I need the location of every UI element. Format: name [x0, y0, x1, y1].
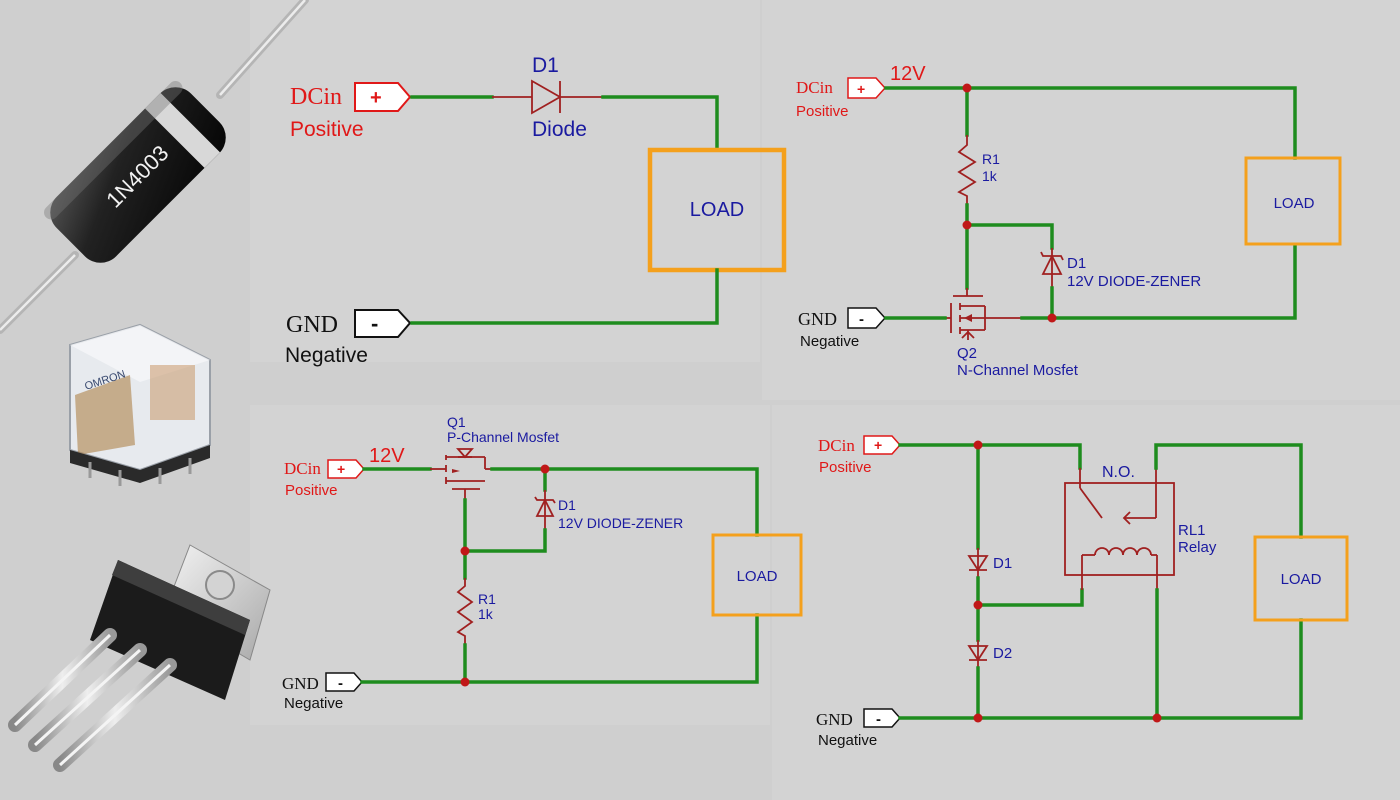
load-label: LOAD: [737, 568, 778, 585]
circuit-relay: + DCin Positive - GND Negative D1 D2: [816, 435, 1349, 749]
panel-relay: [772, 405, 1400, 800]
gnd-terminal: [863, 708, 902, 728]
r1-value: 1k: [478, 606, 494, 622]
zener-d1: [1041, 253, 1063, 275]
gnd-terminal: [847, 307, 887, 329]
diode-d1: [967, 555, 989, 572]
no-label: N.O.: [1102, 464, 1135, 481]
dcin-terminal: [847, 77, 887, 99]
panel-pmos: [250, 405, 770, 725]
d2-ref: D2: [993, 645, 1012, 662]
dcin-label: DCin: [818, 436, 855, 455]
resistor-r1: [957, 135, 977, 205]
zener-type: 12V DIODE-ZENER: [1067, 273, 1201, 290]
dcin-terminal: [327, 459, 366, 479]
gnd-label: GND: [282, 674, 319, 693]
zener-ref: D1: [558, 497, 576, 513]
r1-ref: R1: [478, 591, 496, 607]
gnd-terminal: [325, 672, 364, 692]
voltage-label: 12V: [890, 63, 926, 85]
relay-ref: RL1: [1178, 522, 1206, 539]
load-label: LOAD: [1274, 195, 1315, 212]
gnd-label: GND: [798, 309, 837, 329]
negative-label: Negative: [285, 344, 368, 367]
mosfet-type: P-Channel Mosfet: [447, 429, 559, 445]
diode-ref: D1: [532, 54, 559, 77]
mosfet-ref: Q2: [957, 345, 977, 362]
positive-label: Positive: [285, 482, 338, 499]
positive-label: Positive: [290, 118, 364, 141]
load-label: LOAD: [1281, 571, 1322, 588]
zener-d1: [535, 497, 555, 517]
load-box: [1244, 156, 1342, 246]
relay-type: Relay: [1178, 539, 1217, 556]
plus-sign: +: [337, 461, 345, 477]
positive-label: Positive: [796, 103, 849, 120]
load-box: [1253, 535, 1349, 622]
mosfet-ref: Q1: [447, 414, 466, 430]
plus-sign: +: [857, 81, 865, 97]
zener-ref: D1: [1067, 255, 1086, 272]
gnd-terminal: [354, 309, 412, 338]
pmos-q1: [430, 448, 492, 500]
plus-sign: +: [874, 437, 882, 453]
minus-sign: -: [338, 675, 343, 692]
minus-sign: -: [859, 311, 864, 328]
panel-nmos: [762, 0, 1400, 400]
diode-photo: 1N4003: [0, 0, 309, 334]
negative-label: Negative: [284, 695, 343, 712]
zener-type: 12V DIODE-ZENER: [558, 515, 683, 531]
circuit-diode: + DCin Positive - GND Negative D1 Diode …: [285, 54, 787, 367]
dcin-label: DCin: [796, 78, 833, 97]
circuit-nmos: + DCin Positive 12V - GND Negative R1 1k…: [796, 63, 1342, 379]
dcin-label: DCin: [284, 459, 321, 478]
plus-sign: +: [370, 87, 382, 109]
diode-symbol: [531, 79, 562, 115]
dcin-label: DCin: [290, 84, 342, 110]
voltage-label: 12V: [369, 445, 405, 467]
gnd-label: GND: [286, 312, 338, 338]
mosfet-photo: [8, 544, 271, 772]
load-label: LOAD: [690, 199, 744, 221]
mosfet-type: N-Channel Mosfet: [957, 362, 1079, 379]
minus-sign: -: [371, 311, 378, 336]
resistor-r1: [456, 578, 474, 645]
positive-label: Positive: [819, 459, 872, 476]
panel-diode: [250, 0, 760, 362]
load-box: [711, 533, 803, 617]
r1-ref: R1: [982, 151, 1000, 167]
gnd-label: GND: [816, 710, 853, 729]
dcin-terminal: [354, 82, 412, 112]
diode-d2: [967, 645, 989, 662]
dcin-terminal: [863, 435, 902, 455]
r1-value: 1k: [982, 168, 998, 184]
circuit-pmos: + DCin Positive 12V - GND Negative: [282, 414, 803, 712]
minus-sign: -: [876, 711, 881, 728]
relay-rl1: [1064, 468, 1175, 590]
d1-ref: D1: [993, 555, 1012, 572]
negative-label: Negative: [818, 732, 877, 749]
nmos-q2: [945, 288, 1022, 340]
relay-photo: OMRON: [69, 323, 211, 486]
negative-label: Negative: [800, 333, 859, 350]
diode-type: Diode: [532, 118, 587, 141]
